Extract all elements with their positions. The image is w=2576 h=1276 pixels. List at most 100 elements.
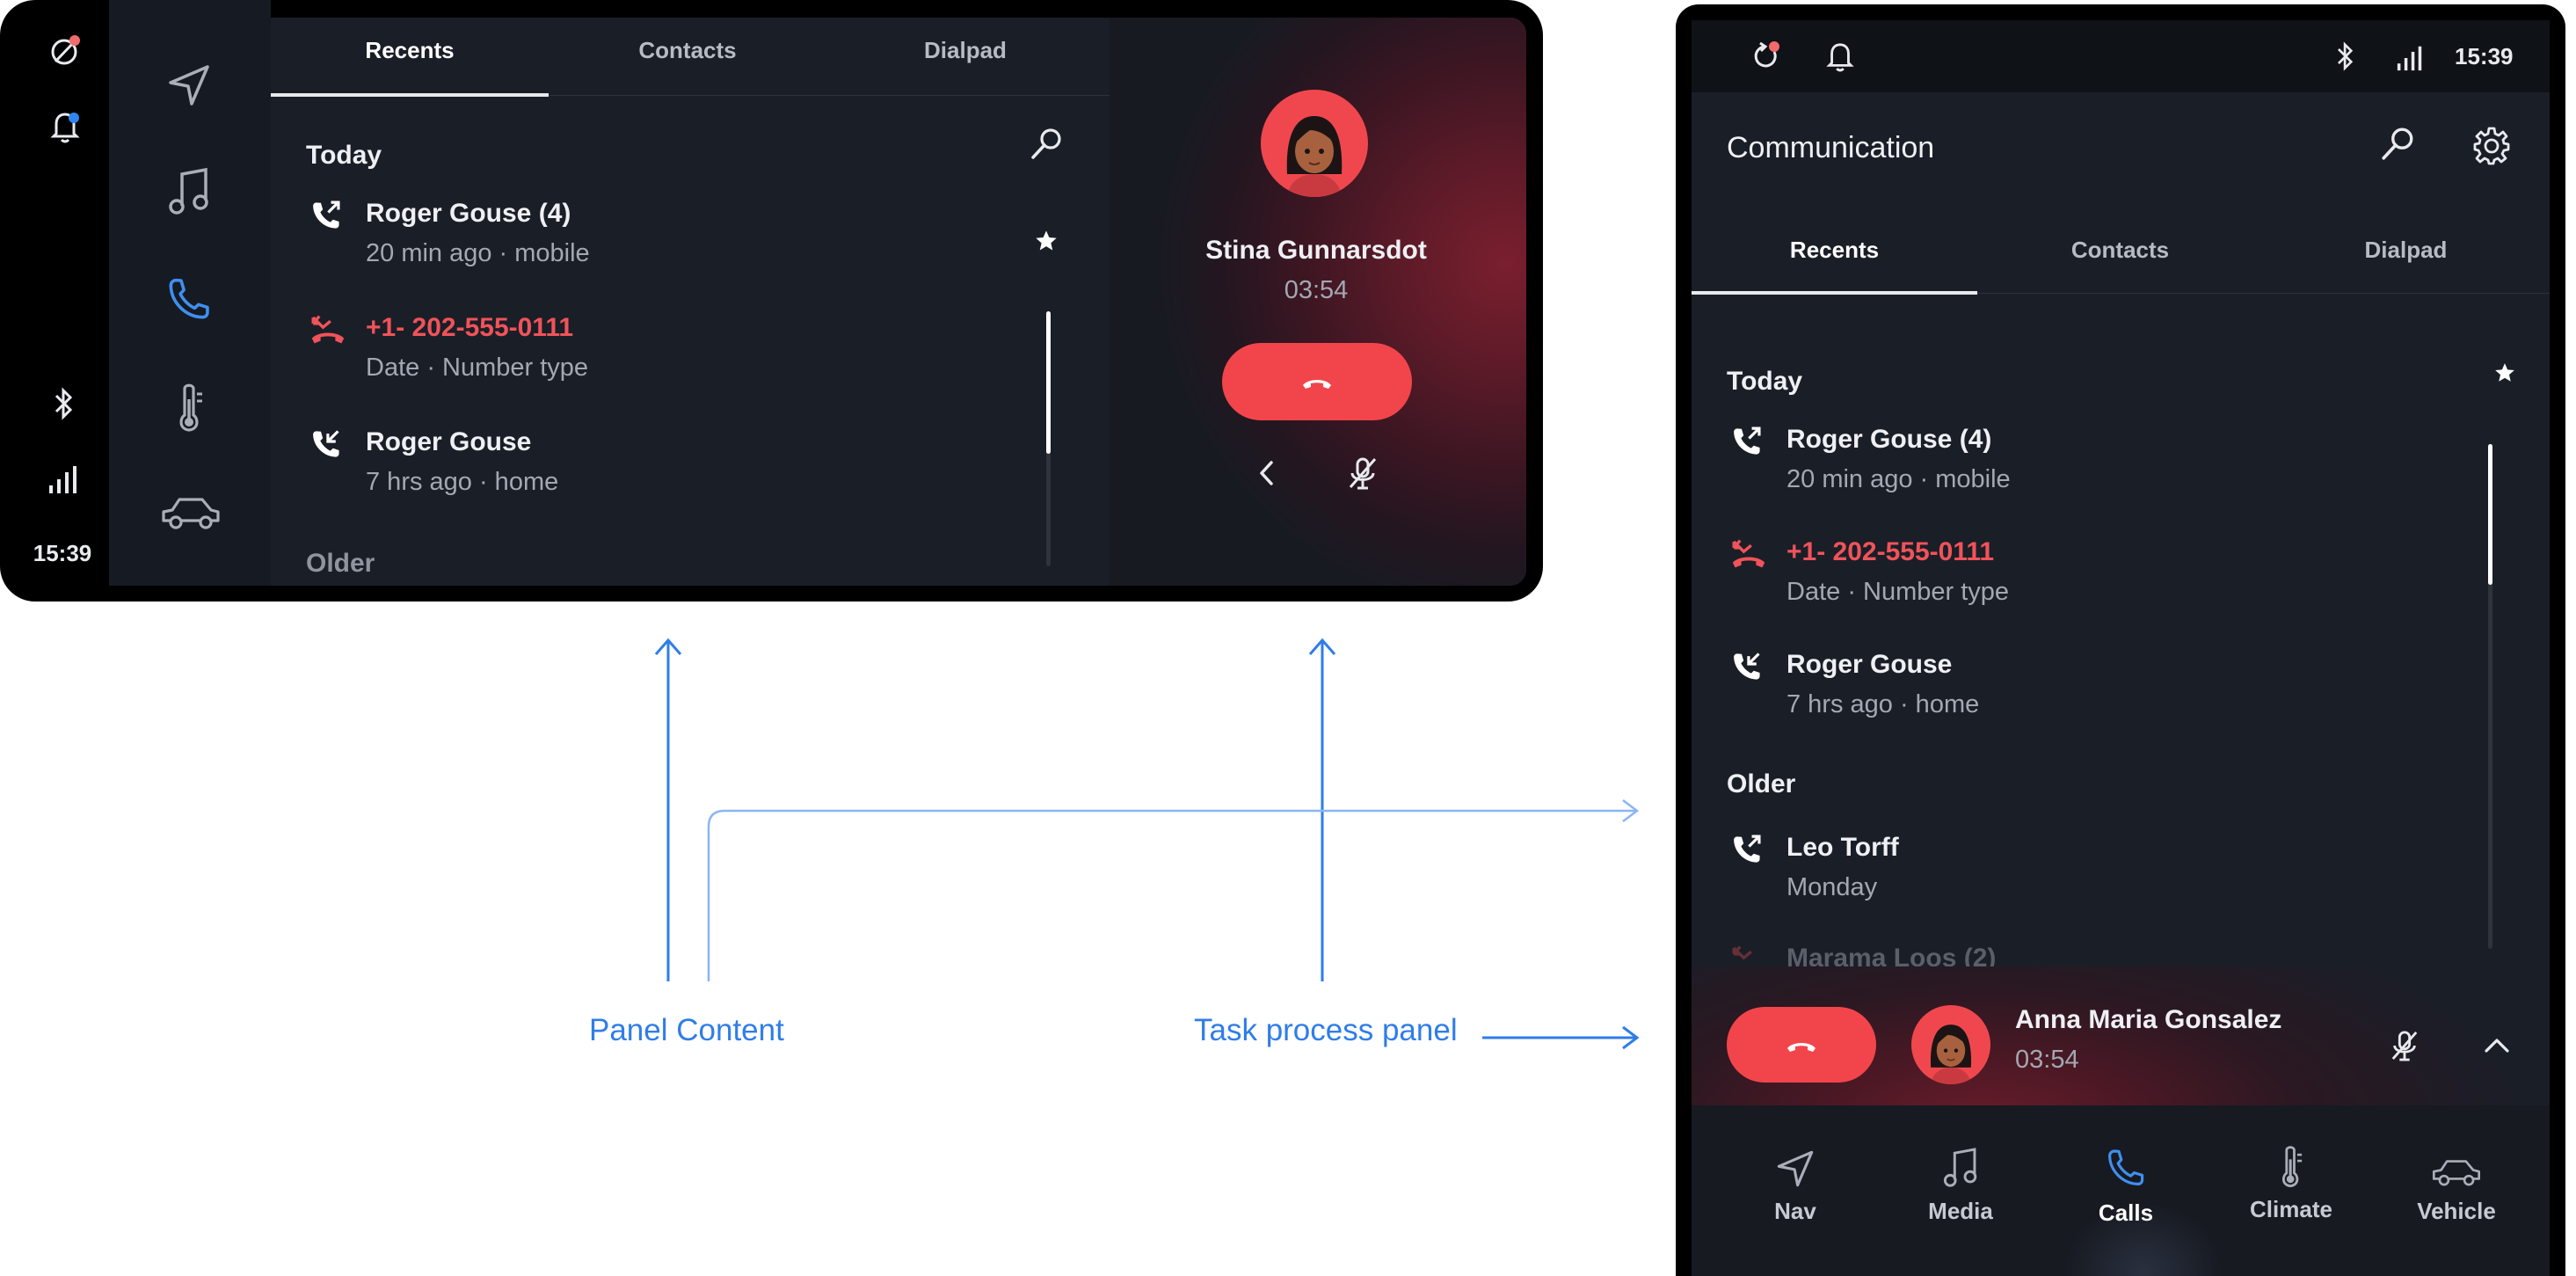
call-detail: 7 hrs ago · home: [366, 468, 559, 496]
assistant-icon[interactable]: [1751, 41, 1781, 71]
portrait-task-process-panel: Anna Maria Gonsalez 03:54: [1692, 966, 2550, 1105]
star-icon: [2495, 363, 2514, 382]
search-button[interactable]: [2379, 126, 2416, 163]
call-detail: Date · Number type: [366, 354, 589, 382]
dock-media[interactable]: Media: [1881, 1146, 2040, 1225]
tab-divider: [271, 95, 1110, 96]
outgoing-call-icon: [309, 199, 343, 232]
scrollbar-thumb[interactable]: [1046, 311, 1051, 454]
app-rail: [109, 0, 271, 586]
call-detail: 20 min ago · mobile: [1786, 465, 2011, 493]
tab-contacts[interactable]: Contacts: [2070, 237, 2170, 263]
bottom-dock: Nav Media Calls Climate Vehicle: [1692, 1105, 2550, 1276]
portrait-status-bar: 15:39: [1692, 20, 2550, 92]
annotation-task-process-panel: Task process panel: [1194, 1013, 1458, 1047]
call-name: Roger Gouse (4): [1786, 425, 1992, 454]
back-button[interactable]: [1254, 457, 1280, 489]
call-name: +1- 202-555-0111: [1786, 537, 1995, 566]
status-time: 15:39: [2455, 43, 2514, 69]
music-note-icon: [169, 167, 208, 215]
search-icon: [2382, 128, 2413, 160]
incoming-call-icon: [1730, 650, 1764, 683]
section-older: Older: [1727, 769, 1796, 798]
tab-recents[interactable]: Recents: [365, 37, 455, 63]
navigation-arrow-icon: [1777, 1150, 1814, 1187]
avatar: [1911, 1005, 1990, 1084]
hang-up-icon: [1303, 380, 1331, 389]
section-today: Today: [306, 141, 382, 170]
chevron-up-icon: [2485, 1039, 2509, 1053]
thermometer-icon: [2281, 1146, 2303, 1188]
car-icon: [2432, 1160, 2481, 1186]
thermometer-icon: [179, 383, 202, 432]
call-name: +1- 202-555-0111: [366, 313, 574, 342]
dock-label: Calls: [2098, 1199, 2154, 1226]
outgoing-call-icon: [1730, 425, 1764, 458]
dock-label: Vehicle: [2417, 1198, 2496, 1224]
call-duration: 03:54: [1284, 276, 1349, 304]
tab-dialpad[interactable]: Dialpad: [924, 37, 1007, 63]
call-name: Roger Gouse: [1786, 650, 1953, 679]
tab-dialpad[interactable]: Dialpad: [2364, 237, 2448, 263]
missed-call-icon: [1730, 536, 1767, 572]
portrait-display: 15:39 Communication Recents Contacts Dia…: [1676, 4, 2565, 1276]
chevron-left-icon: [1260, 461, 1273, 485]
call-detail: 7 hrs ago · home: [1786, 690, 1980, 718]
scrollbar-thumb[interactable]: [2488, 444, 2492, 585]
expand-button[interactable]: [2483, 1035, 2511, 1056]
dock-label: Media: [1928, 1198, 1993, 1224]
call-duration: 03:54: [2015, 1046, 2079, 1074]
car-icon: [162, 498, 220, 529]
avatar: [1261, 90, 1368, 197]
microphone-muted-icon: [2391, 1031, 2418, 1061]
dock-label: Climate: [2250, 1196, 2332, 1222]
tab-contacts[interactable]: Contacts: [638, 37, 737, 63]
active-tab-glow: [2064, 1176, 2223, 1276]
dock-calls[interactable]: Calls: [2047, 1146, 2205, 1227]
page-title: Communication: [1727, 131, 1935, 164]
notification-bell-icon[interactable]: [1825, 40, 1855, 73]
tab-divider: [1692, 293, 2550, 294]
settings-button[interactable]: [2472, 126, 2511, 165]
call-name: Roger Gouse: [366, 427, 532, 456]
call-detail: 20 min ago · mobile: [366, 239, 590, 267]
landscape-task-process-panel: Stina Gunnarsdot 03:54: [1110, 18, 1526, 586]
signal-strength-icon: [2395, 45, 2425, 71]
annotation-panel-content: Panel Content: [589, 1013, 784, 1047]
bluetooth-icon: [53, 387, 76, 420]
dock-nav[interactable]: Nav: [1716, 1148, 1874, 1225]
gear-icon: [2473, 127, 2510, 165]
microphone-muted-icon: [1349, 457, 1377, 490]
tab-recents[interactable]: Recents: [1789, 237, 1880, 263]
rail-media-button[interactable]: [167, 167, 211, 216]
status-time: 15:39: [33, 540, 92, 566]
dock-vehicle[interactable]: Vehicle: [2377, 1155, 2536, 1225]
call-detail: Monday: [1786, 873, 1878, 901]
scrollbar-track[interactable]: [2488, 444, 2492, 949]
rail-calls-button[interactable]: [165, 274, 213, 324]
assistant-icon[interactable]: [49, 35, 81, 67]
rail-vehicle-button[interactable]: [160, 492, 222, 533]
rail-climate-button[interactable]: [174, 382, 206, 434]
caller-name: Stina Gunnarsdot: [1205, 236, 1427, 265]
end-call-button[interactable]: [1727, 1007, 1876, 1083]
dock-label: Nav: [1774, 1198, 1816, 1224]
mute-button[interactable]: [2390, 1028, 2420, 1063]
end-call-button[interactable]: [1222, 343, 1412, 420]
phone-icon: [2108, 1149, 2144, 1185]
notification-bell-icon[interactable]: [49, 109, 81, 144]
portrait-app-area: Communication Recents Contacts Dialpad T…: [1692, 92, 2550, 1105]
favorites-button[interactable]: [1034, 229, 1059, 253]
section-older: Older: [306, 549, 375, 578]
mute-button[interactable]: [1347, 456, 1379, 491]
hang-up-icon: [1787, 1043, 1816, 1052]
missed-call-icon: [309, 311, 346, 348]
rail-nav-button[interactable]: [165, 62, 213, 109]
phone-icon: [169, 278, 209, 319]
landscape-display: 15:39 Recents Contacts Dialpad Today: [0, 0, 1543, 602]
dock-climate[interactable]: Climate: [2212, 1144, 2370, 1223]
favorites-button[interactable]: [2493, 361, 2516, 384]
search-button[interactable]: [1029, 127, 1064, 162]
search-icon: [1031, 128, 1061, 159]
